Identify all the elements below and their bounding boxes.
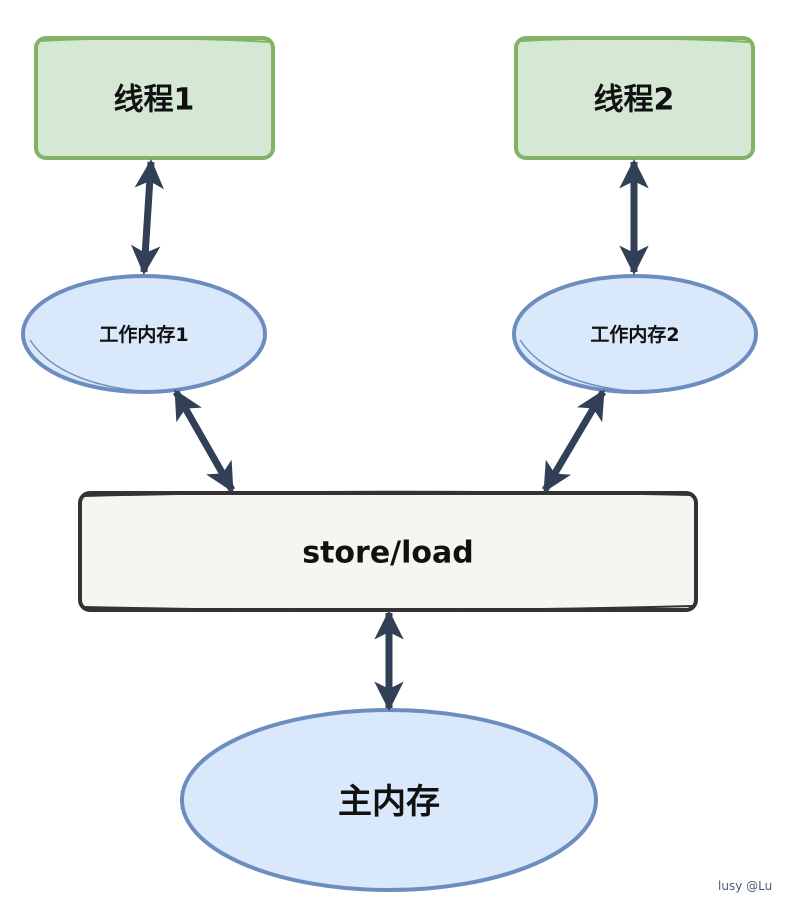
thread1-label: 线程1 (114, 83, 195, 118)
workmem2-node[interactable]: 工作内存2 (512, 274, 758, 394)
mainmem-label: 主内存 (338, 782, 440, 822)
workmem1-label: 工作内存1 (99, 323, 188, 346)
arrow-thread1-workmem1 (131, 159, 164, 275)
storeload-node[interactable]: store/load (78, 490, 698, 612)
thread1-node[interactable]: 线程1 (34, 36, 275, 160)
workmem2-label: 工作内存2 (590, 323, 679, 346)
mainmem-node[interactable]: 主内存 (180, 708, 598, 892)
arrow-workmem1-storeload (172, 389, 236, 493)
thread2-node[interactable]: 线程2 (514, 36, 755, 160)
watermark-text: lusy @Lu (718, 879, 772, 893)
thread2-label: 线程2 (594, 83, 675, 118)
workmem1-node[interactable]: 工作内存1 (21, 274, 267, 394)
storeload-label: store/load (302, 536, 474, 571)
arrow-workmem2-storeload (541, 389, 607, 493)
